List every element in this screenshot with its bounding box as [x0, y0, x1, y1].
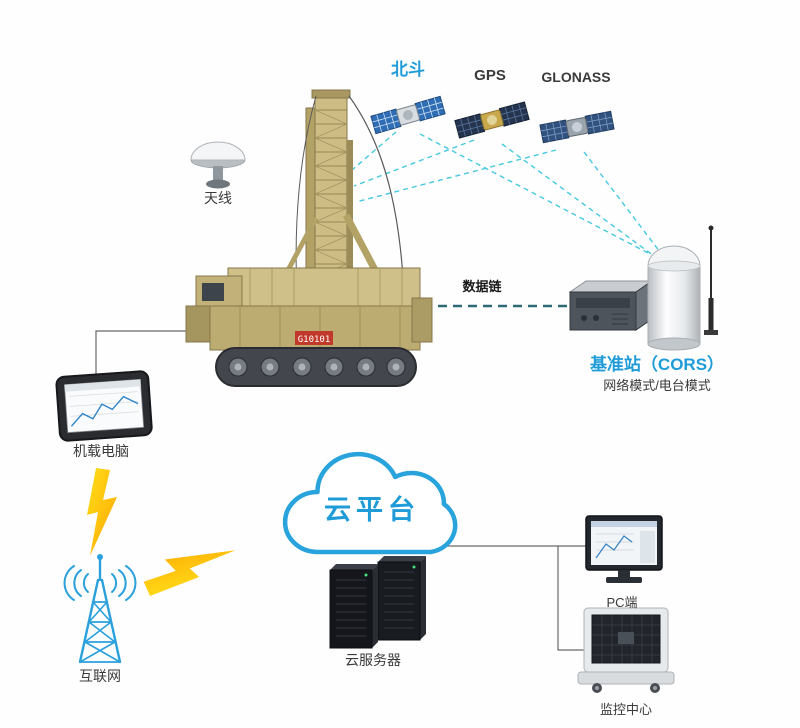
data-link-label: 数据链 [462, 279, 502, 294]
internet-label: 互联网 [79, 668, 121, 684]
base-station-title: 基准站（CORS） [589, 355, 725, 374]
lightning-bolt-right-icon [143, 550, 236, 596]
beidou-satellite-icon [370, 95, 446, 135]
drilling-rig-icon: G10101 [185, 89, 433, 387]
cloud-server-icon [329, 556, 426, 649]
rig-marking: G10101 [298, 335, 331, 345]
gps-label: GPS [474, 67, 506, 84]
onboard-computer-label: 机载电脑 [73, 443, 129, 459]
pc-label: PC端 [606, 595, 638, 610]
satellite-signal-links [351, 131, 661, 257]
glonass-label: GLONASS [541, 69, 611, 85]
connector-lines [95, 330, 586, 651]
cloud-server-label: 云服务器 [345, 652, 401, 668]
beidou-label: 北斗 [391, 60, 425, 79]
monitoring-center-icon [577, 607, 675, 693]
glonass-satellite-icon [539, 110, 615, 144]
whip-antenna-icon [704, 225, 718, 335]
onboard-computer-icon [55, 370, 153, 442]
base-station-icon [568, 225, 718, 351]
lightning-bolt-down-icon [87, 468, 117, 556]
monitoring-center-label: 监控中心 [599, 702, 653, 717]
base-station-subtitle: 网络模式/电台模式 [603, 378, 711, 393]
gnss-antenna-icon [190, 141, 246, 189]
gps-satellite-icon [454, 101, 530, 139]
antenna-label: 天线 [204, 190, 232, 206]
internet-tower-icon [63, 554, 137, 664]
cloud-icon [285, 454, 455, 552]
pc-terminal-icon [585, 515, 663, 583]
cloud-platform-label: 云平台 [324, 495, 420, 525]
